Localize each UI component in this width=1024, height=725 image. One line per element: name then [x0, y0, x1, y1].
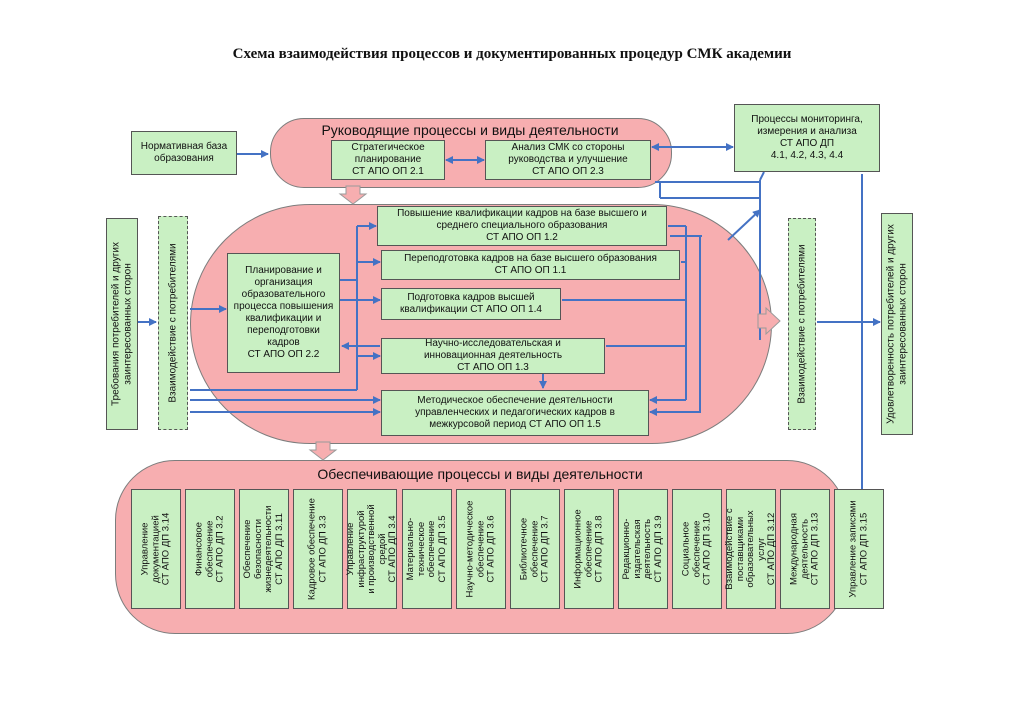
support-process-label: Информационное обеспечение СТ АПО ДП 3.8 [572, 509, 605, 589]
interaction-right-box: Взаимодействие с потребителями [788, 218, 816, 430]
process-box-op-1-4: Подготовка кадров высшей квалификации СТ… [381, 288, 561, 320]
support-process-box: Информационное обеспечение СТ АПО ДП 3.8 [563, 489, 614, 609]
requirements-box: Требования потребителей и других заинтер… [106, 218, 138, 430]
support-process-box: Кадровое обеспечение СТ АПО ДП 3.3 [293, 489, 344, 609]
support-process-label: Взаимодействие с поставщиками образовате… [723, 508, 777, 590]
process-box-op-1-1: Переподготовка кадров на базе высшего об… [381, 250, 680, 280]
normative-base-box: Нормативная база образования [131, 131, 237, 175]
support-process-label: Библиотечное обеспечение СТ АПО ДП 3.7 [517, 515, 550, 583]
support-process-label: Международная деятельность СТ АПО ДП 3.1… [788, 512, 821, 586]
support-processes-label: Обеспечивающие процессы и виды деятельно… [317, 466, 643, 482]
strategic-planning-box: Стратегическое планирование СТ АПО ОП 2.… [331, 140, 445, 180]
support-process-label: Материально- техническое обеспечение СТ … [404, 515, 448, 583]
interaction-left-label: Взаимодействие с потребителями [167, 243, 179, 403]
satisfaction-label: Удовлетворенность потребителей и других … [885, 224, 909, 424]
page-title: Схема взаимодействия процессов и докумен… [232, 46, 792, 62]
support-process-label: Управление документацией СТ АПО ДП 3.14 [139, 512, 172, 586]
support-process-label: Финансовое обеспечение СТ АПО ДП 3.2 [193, 515, 226, 583]
support-process-label: Научно-методическое обеспечение СТ АПО Д… [463, 500, 496, 598]
support-process-box: Взаимодействие с поставщиками образовате… [723, 489, 777, 609]
management-review-box: Анализ СМК со стороны руководства и улуч… [485, 140, 651, 180]
support-process-box: Обеспечение безопасности жизнедеятельнос… [239, 489, 290, 609]
support-process-box: Управление документацией СТ АПО ДП 3.14 [131, 489, 181, 609]
support-process-box: Социальное обеспечение СТ АПО ДП 3.10 [672, 489, 722, 609]
satisfaction-box: Удовлетворенность потребителей и других … [881, 213, 913, 435]
interaction-left-box: Взаимодействие с потребителями [158, 216, 188, 430]
support-process-label: Социальное обеспечение СТ АПО ДП 3.10 [680, 512, 713, 586]
process-box-op-1-5: Методическое обеспечение деятельности уп… [381, 390, 649, 436]
support-process-box: Управление записями СТ АПО ДП 3.15 [834, 489, 885, 609]
process-box-op-1-2: Повышение квалификации кадров на базе вы… [377, 206, 667, 246]
interaction-right-label: Взаимодействие с потребителями [796, 244, 808, 404]
support-process-box: Материально- техническое обеспечение СТ … [401, 489, 452, 609]
support-process-box: Международная деятельность СТ АПО ДП 3.1… [780, 489, 831, 609]
support-process-label: Управление инфраструктурой и производств… [345, 504, 399, 594]
support-process-box: Финансовое обеспечение СТ АПО ДП 3.2 [185, 489, 236, 609]
planning-organization-box: Планирование и организация образовательн… [227, 253, 340, 373]
support-process-box: Научно-методическое обеспечение СТ АПО Д… [455, 489, 506, 609]
requirements-label: Требования потребителей и других заинтер… [110, 242, 134, 406]
management-processes-label: Руководящие процессы и виды деятельности [321, 122, 619, 138]
support-process-label: Редакционно- издательская деятельность С… [620, 515, 664, 583]
monitoring-processes-box: Процессы мониторинга, измерения и анализ… [734, 104, 880, 172]
support-process-label: Кадровое обеспечение СТ АПО ДП 3.3 [306, 498, 329, 600]
support-process-label: Управление записями СТ АПО ДП 3.15 [847, 500, 870, 598]
support-process-box: Редакционно- издательская деятельность С… [617, 489, 668, 609]
support-process-label: Обеспечение безопасности жизнедеятельнос… [242, 505, 285, 593]
support-process-box: Управление инфраструктурой и производств… [345, 489, 399, 609]
process-box-op-1-3: Научно-исследовательская и инновационная… [381, 338, 605, 374]
support-process-box: Библиотечное обеспечение СТ АПО ДП 3.7 [509, 489, 560, 609]
